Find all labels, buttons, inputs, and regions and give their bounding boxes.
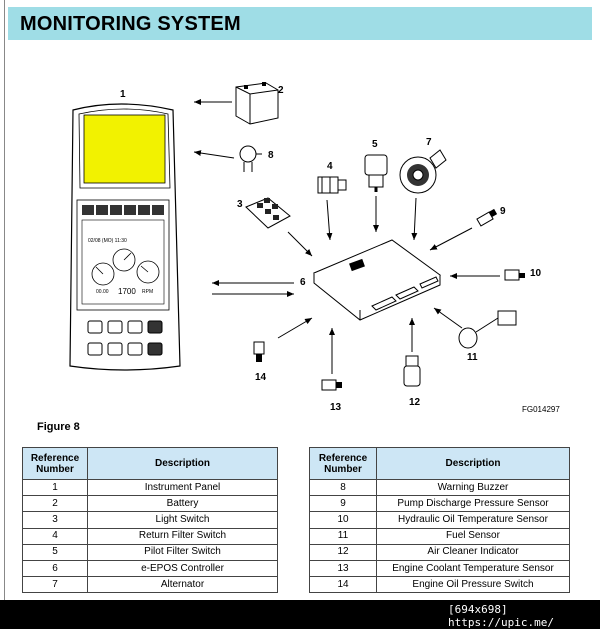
callout-9: 9 <box>500 206 506 217</box>
ref-number-cell: 2 <box>22 495 88 513</box>
coolant-temp-sensor <box>321 379 342 391</box>
document-page: MONITORING SYSTEM 02/08 (MO) 11:30 <box>0 0 600 600</box>
callout-13: 13 <box>330 402 342 413</box>
panel-rpm-value: 1700 <box>118 287 136 296</box>
watermark-text: [694x698] https://upic.me/ <box>448 603 554 629</box>
column-header-desc: Description <box>376 447 570 480</box>
instrument-panel: 02/08 (MO) 11:30 00.00 1700 RPM <box>69 103 181 371</box>
title-bar: MONITORING SYSTEM <box>8 7 592 40</box>
oil-pressure-switch <box>253 341 265 362</box>
page-border <box>4 0 5 600</box>
callout-1: 1 <box>120 89 126 100</box>
alternator <box>399 149 447 194</box>
display-screen <box>83 114 166 184</box>
description-cell: e-EPOS Controller <box>87 559 278 578</box>
table-header-row: Reference Number Description <box>309 447 570 480</box>
ref-number-cell: 1 <box>22 478 88 497</box>
description-cell: Hydraulic Oil Temperature Sensor <box>376 511 570 529</box>
callout-2: 2 <box>278 85 284 96</box>
description-cell: Battery <box>87 495 278 513</box>
ref-number-cell: 6 <box>22 559 88 578</box>
description-cell: Air Cleaner Indicator <box>376 543 570 561</box>
status-icons-row <box>82 205 164 215</box>
column-header-desc: Description <box>87 447 278 480</box>
air-cleaner-indicator <box>403 355 421 387</box>
callout-3: 3 <box>237 199 243 210</box>
ref-number-cell: 14 <box>309 576 377 594</box>
description-cell: Engine Oil Pressure Switch <box>376 576 570 594</box>
description-cell: Pilot Filter Switch <box>87 543 278 561</box>
ref-number-cell: 13 <box>309 559 377 578</box>
gauge-center <box>112 248 136 272</box>
column-header-ref: Reference Number <box>309 447 377 480</box>
hydraulic-temp-sensor <box>504 269 525 281</box>
description-cell: Return Filter Switch <box>87 527 278 545</box>
figure-code: FG014297 <box>522 405 560 414</box>
monitoring-system-diagram: 02/08 (MO) 11:30 00.00 1700 RPM <box>69 82 542 413</box>
ref-number-cell: 4 <box>22 527 88 545</box>
callout-14: 14 <box>255 372 267 383</box>
pilot-filter-switch <box>364 154 388 192</box>
warning-buzzer <box>239 145 262 172</box>
gauge-right <box>136 260 160 284</box>
callout-11: 11 <box>467 352 478 363</box>
column-header-ref: Reference Number <box>22 447 88 480</box>
ref-number-cell: 10 <box>309 511 377 529</box>
panel-buttons <box>87 320 163 356</box>
callout-6: 6 <box>300 277 306 288</box>
callout-7: 7 <box>426 137 432 148</box>
description-cell: Light Switch <box>87 511 278 529</box>
table-header-row: Reference Number Description <box>22 447 278 480</box>
ref-number-cell: 8 <box>309 478 377 497</box>
connection-arrows <box>193 99 500 374</box>
pump-pressure-sensor <box>476 208 498 227</box>
callout-4: 4 <box>327 161 333 172</box>
ref-number-cell: 9 <box>309 495 377 513</box>
description-cell: Engine Coolant Temperature Sensor <box>376 559 570 578</box>
figure-label: Figure 8 <box>37 421 80 433</box>
callout-8: 8 <box>268 150 274 161</box>
callout-5: 5 <box>372 139 378 150</box>
battery <box>235 82 279 125</box>
light-switch <box>245 197 291 229</box>
ref-number-cell: 12 <box>309 543 377 561</box>
gauge-left <box>91 262 115 286</box>
panel-bottom-left-readout: 00.00 <box>96 289 109 295</box>
callout-10: 10 <box>530 268 542 279</box>
description-cell: Alternator <box>87 576 278 594</box>
description-cell: Instrument Panel <box>87 478 278 497</box>
page-title: MONITORING SYSTEM <box>20 13 241 35</box>
fuel-sensor <box>458 310 517 349</box>
ref-number-cell: 7 <box>22 576 88 594</box>
description-cell: Warning Buzzer <box>376 478 570 497</box>
ref-number-cell: 3 <box>22 511 88 529</box>
return-filter-switch <box>317 176 347 194</box>
ref-number-cell: 5 <box>22 543 88 561</box>
description-cell: Pump Discharge Pressure Sensor <box>376 495 570 513</box>
panel-date-time: 02/08 (MO) 11:30 <box>88 238 127 244</box>
description-cell: Fuel Sensor <box>376 527 570 545</box>
epos-controller <box>313 239 441 321</box>
ref-number-cell: 11 <box>309 527 377 545</box>
callout-12: 12 <box>409 397 421 408</box>
panel-rpm-unit: RPM <box>142 289 153 295</box>
